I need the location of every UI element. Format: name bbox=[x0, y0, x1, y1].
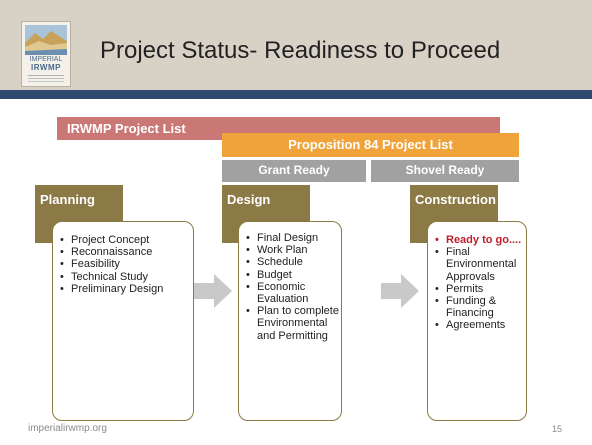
planning-list: Project Concept Reconnaissance Feasibili… bbox=[53, 234, 193, 295]
logo-line2: IRWMP bbox=[31, 63, 61, 72]
list-item: Economic Evaluation bbox=[246, 281, 341, 305]
list-item: Preliminary Design bbox=[60, 283, 193, 295]
shovel-ready-label: Shovel Ready bbox=[405, 163, 485, 177]
list-item: Budget bbox=[246, 269, 341, 281]
shovel-ready-bar: Shovel Ready bbox=[371, 160, 519, 182]
list-item: Final Environmental Approvals bbox=[435, 246, 526, 283]
irwmp-bar-label: IRWMP Project List bbox=[67, 121, 186, 136]
header-divider bbox=[0, 90, 592, 99]
list-item: Project Concept bbox=[60, 234, 193, 246]
imperial-irwmp-logo: IMPERIAL IRWMP bbox=[21, 21, 71, 87]
list-item: Technical Study bbox=[60, 271, 193, 283]
design-box: Final Design Work Plan Schedule Budget E… bbox=[238, 221, 342, 421]
list-item: Reconnaissance bbox=[60, 246, 193, 258]
prop84-bar-label: Proposition 84 Project List bbox=[288, 137, 453, 152]
construction-list: Ready to go.... Final Environmental Appr… bbox=[428, 234, 526, 332]
list-item: Schedule bbox=[246, 256, 341, 268]
arrow-right-icon bbox=[381, 274, 419, 308]
header-band bbox=[0, 0, 592, 90]
logo-line1: IMPERIAL bbox=[29, 56, 63, 63]
logo-decoration bbox=[28, 75, 64, 76]
grant-ready-label: Grant Ready bbox=[258, 163, 330, 177]
design-title: Design bbox=[227, 192, 271, 207]
grant-ready-bar: Grant Ready bbox=[222, 160, 366, 182]
planning-box: Project Concept Reconnaissance Feasibili… bbox=[52, 221, 194, 421]
planning-title: Planning bbox=[40, 192, 95, 207]
arrow-right-icon bbox=[194, 274, 232, 308]
page-number: 15 bbox=[552, 424, 563, 434]
list-item: Plan to complete Environmental and Permi… bbox=[246, 305, 341, 342]
construction-title: Construction bbox=[415, 192, 496, 207]
footer-site: imperialirwmp.org bbox=[28, 423, 107, 434]
list-item: Work Plan bbox=[246, 244, 341, 256]
prop84-project-list-bar: Proposition 84 Project List bbox=[222, 133, 519, 157]
list-item: Feasibility bbox=[60, 258, 193, 270]
list-item: Permits bbox=[435, 283, 526, 295]
design-list: Final Design Work Plan Schedule Budget E… bbox=[239, 232, 341, 342]
list-item: Funding & Financing bbox=[435, 295, 526, 319]
slide-title: Project Status- Readiness to Proceed bbox=[100, 37, 501, 64]
construction-box: Ready to go.... Final Environmental Appr… bbox=[427, 221, 527, 421]
list-item: Final Design bbox=[246, 232, 341, 244]
list-item-highlight: Ready to go.... bbox=[435, 234, 526, 246]
list-item: Agreements bbox=[435, 319, 526, 331]
landscape-icon bbox=[25, 25, 67, 55]
